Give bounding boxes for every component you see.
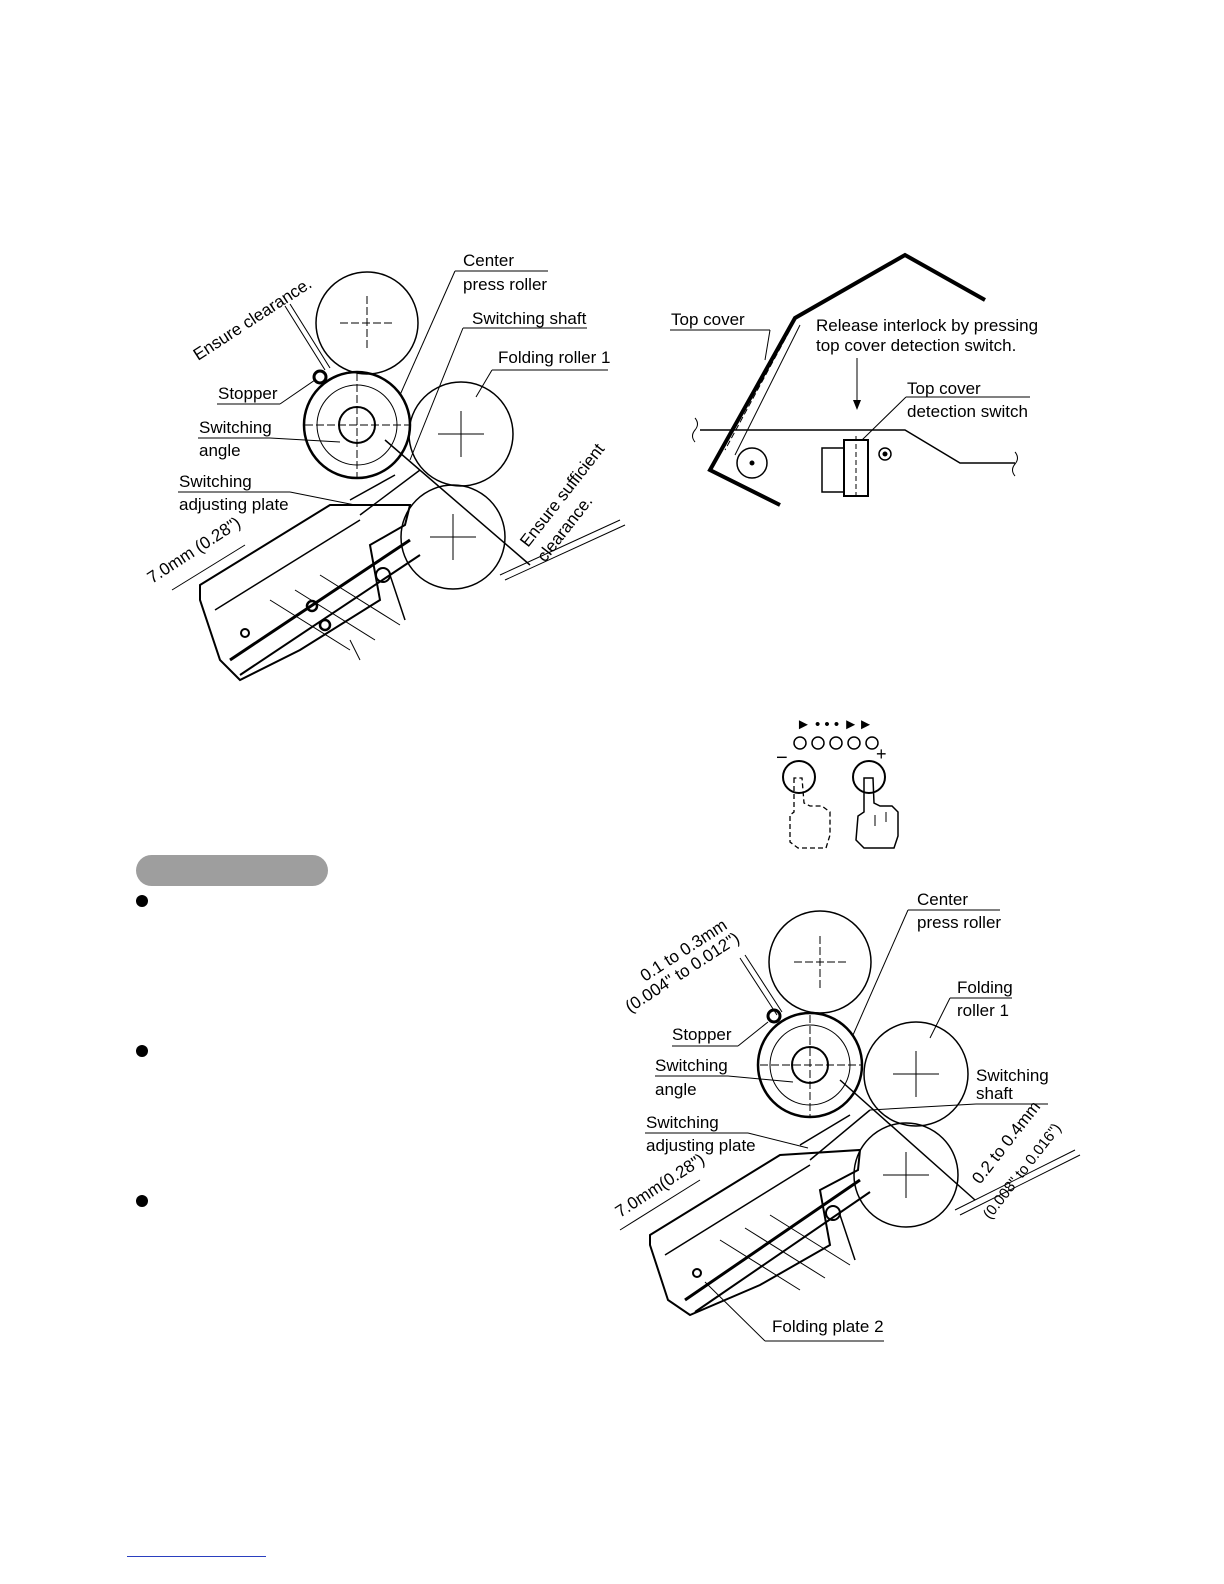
stopper-part: [312, 369, 328, 385]
fig4-switching2-label: Switching: [646, 1113, 719, 1132]
plus-button: [852, 760, 886, 794]
bullet-1: [136, 895, 148, 907]
figure-speed-buttons: [782, 736, 899, 849]
fig2-release-line2: top cover detection switch.: [816, 336, 1016, 355]
speed-indicator-4: [847, 736, 861, 750]
fig1-switching2-label: Switching: [179, 472, 252, 491]
bullet-3: [136, 1195, 148, 1207]
fig1-angle-label: angle: [199, 441, 241, 460]
fig1-switching-label: Switching: [199, 418, 272, 437]
section-heading-pill: [136, 855, 328, 886]
folding-roller-1-2: [863, 1021, 969, 1127]
fig1-adjusting-plate-label: adjusting plate: [179, 495, 289, 514]
fig1-folding-roller-label: Folding roller 1: [498, 348, 610, 367]
lower-roller: [400, 484, 506, 590]
top-cover-detection-switch: [821, 447, 845, 493]
bullet-2: [136, 1045, 148, 1057]
fig1-stopper-label: Stopper: [218, 384, 278, 403]
fig1-center-label: Center: [463, 251, 514, 270]
figure-2-labels: Top cover Release interlock by pressing …: [671, 310, 1038, 421]
fig4-folding-plate-2-label: Folding plate 2: [772, 1317, 884, 1336]
fig4-dim-7mm-label: 7.0mm(0.28"): [612, 1150, 708, 1222]
fig2-detection-line2: detection switch: [907, 402, 1028, 421]
fig1-press-roller-label: press roller: [463, 275, 547, 294]
fig2-top-cover-label: Top cover: [671, 310, 745, 329]
fig4-switching-shaft-1: Switching: [976, 1066, 1049, 1085]
figure-4-labels: Center press roller 0.1 to 0.3mm (0.004"…: [612, 890, 1065, 1336]
fig4-press-roller-label: press roller: [917, 913, 1001, 932]
fig1-switching-shaft-label: Switching shaft: [472, 309, 587, 328]
speed-indicator-5: [865, 736, 879, 750]
minus-sign-label: −: [776, 747, 788, 769]
figure-switching-adjustment-2: [619, 909, 1081, 1342]
figure-switching-adjustment-1: [171, 270, 626, 682]
fig4-switching-shaft-2: shaft: [976, 1084, 1013, 1103]
hand-pressing-icon: [855, 777, 899, 849]
speed-indicator-2: [811, 736, 825, 750]
speed-indicator-3: [829, 736, 843, 750]
speed-indicator-1: [793, 736, 807, 750]
fig2-detection-line1: Top cover: [907, 379, 981, 398]
hand-dashed-icon: [789, 777, 831, 849]
fig1-ensure-clearance-label: Ensure clearance.: [190, 274, 315, 365]
fig2-release-line1: Release interlock by pressing: [816, 316, 1038, 335]
fig4-center-label: Center: [917, 890, 968, 909]
fig4-folding-label: Folding: [957, 978, 1013, 997]
fig4-angle-label: angle: [655, 1080, 697, 1099]
speed-arrows-label: ► • • • ►►: [796, 716, 873, 733]
figure-top-cover-interlock: [670, 252, 1030, 507]
footer-link-rule: [127, 1556, 266, 1557]
fig4-stopper-label: Stopper: [672, 1025, 732, 1044]
fig4-switching-label: Switching: [655, 1056, 728, 1075]
fig4-adjusting-plate-label: adjusting plate: [646, 1136, 756, 1155]
stopper-part-2: [766, 1008, 782, 1024]
lower-roller-2: [853, 1122, 959, 1228]
figure-3-labels: ► • • • ►► − +: [776, 716, 887, 769]
figure-1-labels: Center press roller Switching shaft Fold…: [144, 251, 611, 587]
fig4-roller-1-label: roller 1: [957, 1001, 1009, 1020]
minus-button: [782, 760, 816, 794]
plus-sign-label: +: [876, 744, 887, 764]
